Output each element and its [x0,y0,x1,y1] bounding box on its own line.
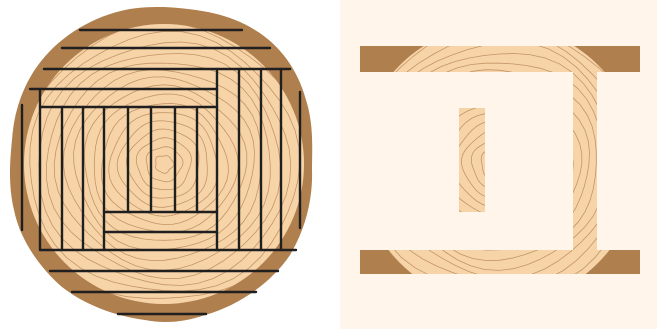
left-log [10,7,312,322]
right-log [340,0,657,329]
